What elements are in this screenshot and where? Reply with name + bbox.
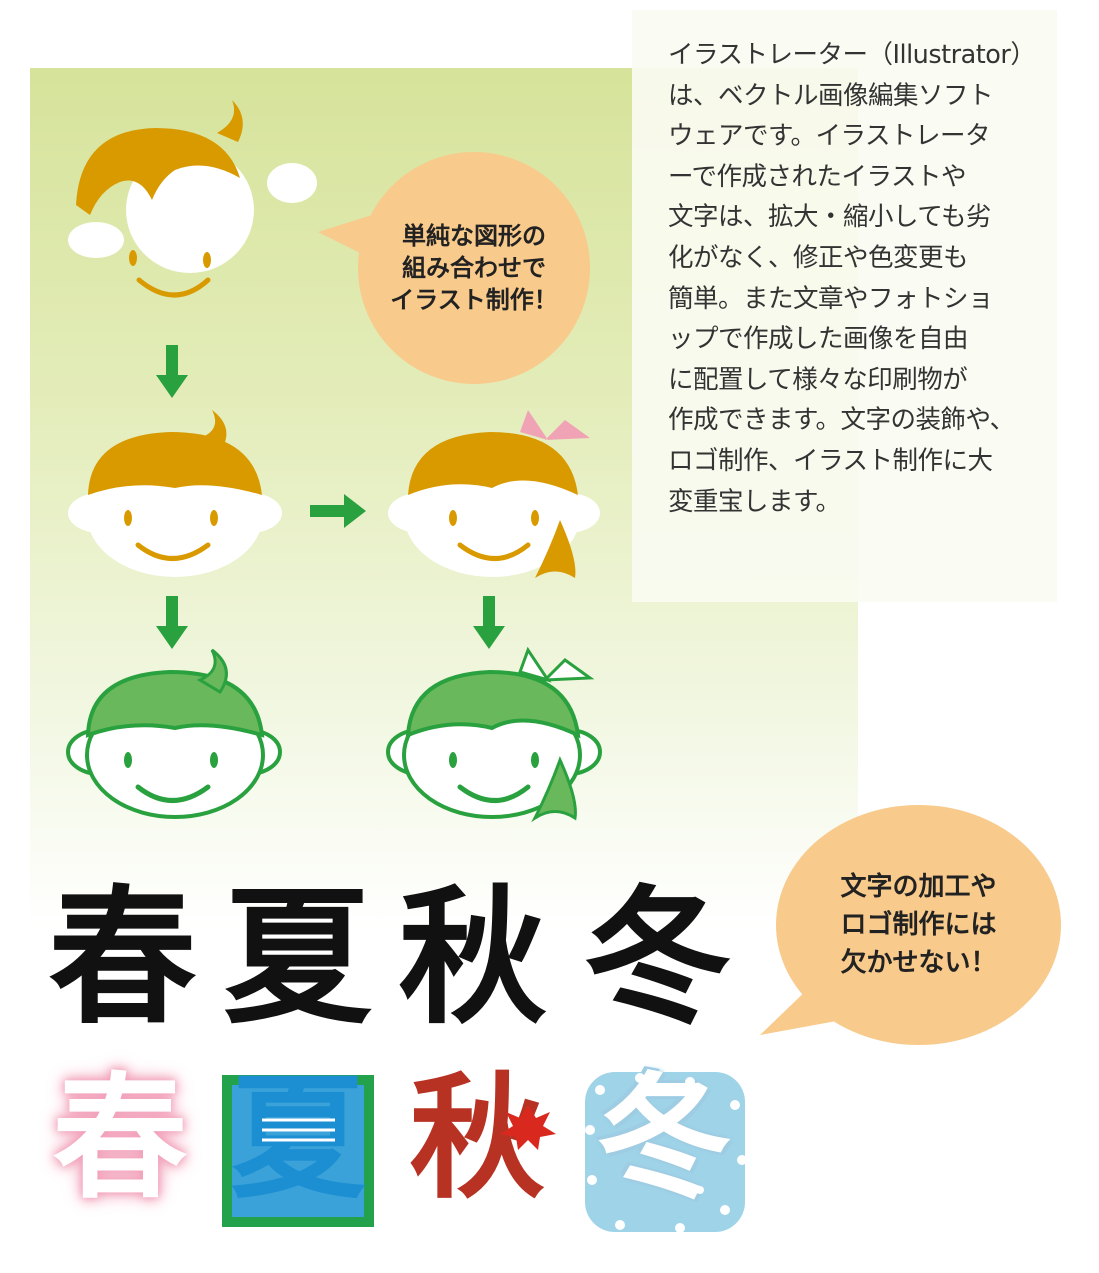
description-line: 化がなく、修正や色変更も: [668, 242, 969, 273]
description-line: は、ベクトル画像編集ソフト: [668, 80, 994, 111]
down-arrow-icon: [473, 596, 505, 649]
season-char-autumn-plain: 秋: [398, 870, 547, 1044]
season-char-summer-decorated: 夏: [230, 1058, 366, 1217]
bubble-line: 単純な図形の: [402, 222, 546, 250]
description-line: ーで作成されたイラストや: [668, 161, 966, 192]
bubble-line: イラスト制作！: [390, 286, 558, 314]
right-arrow-icon: [310, 494, 366, 528]
description-line: ップで作成した画像を自由: [668, 324, 969, 355]
down-arrow-icon: [156, 596, 188, 649]
face-girl-orange: [388, 410, 600, 578]
face-girl-green-outline: [386, 646, 602, 823]
description-line: 作成できます。文字の装飾や、: [668, 405, 1015, 436]
season-char-spring-plain: 春: [48, 870, 197, 1044]
season-char-winter-plain: 冬: [583, 870, 732, 1044]
season-char-spring-decorated: 春: [52, 1058, 188, 1217]
description-line: 変重宝します。: [668, 486, 841, 517]
description-line: に配置して様々な印刷物が: [668, 364, 968, 395]
description-line: 簡単。また文章やフォトショ: [668, 283, 994, 314]
bubble-line: 文字の加工や: [840, 872, 997, 902]
face-boy-green-outline: [66, 648, 282, 819]
description-line: ウェアです。イラストレータ: [668, 121, 990, 152]
bubble-line: ロゴ制作には: [840, 910, 997, 940]
description-line: ロゴ制作、イラスト制作に大: [668, 445, 993, 476]
season-char-summer-plain: 夏: [223, 870, 372, 1044]
winter-snow-outline: [585, 1072, 745, 1232]
down-arrow-icon: [156, 345, 188, 398]
description-line: 文字は、拡大・縮小しても劣: [668, 202, 991, 233]
bubble-line: 組み合わせで: [402, 254, 546, 282]
season-char-autumn-decorated: 秋: [409, 1058, 545, 1217]
summer-sky: [232, 1085, 364, 1217]
description-line: イラストレーター（Illustrator）: [668, 40, 1036, 70]
face-boy-orange: [68, 410, 282, 577]
speech-bubble-illustration: 単純な図形の 組み合わせで イラスト制作！: [358, 152, 590, 384]
description-text: イラストレーター（Illustrator） は、ベクトル画像編集ソフト ウェアで…: [668, 35, 1043, 522]
season-char-winter-decorated: 冬: [596, 1058, 732, 1217]
description-panel: [632, 10, 1057, 602]
bubble-line: 欠かせない！: [840, 948, 997, 978]
speech-bubble-logo: 文字の加工や ロゴ制作には 欠かせない！: [776, 805, 1061, 1045]
face-boy-shapes: [68, 100, 317, 298]
